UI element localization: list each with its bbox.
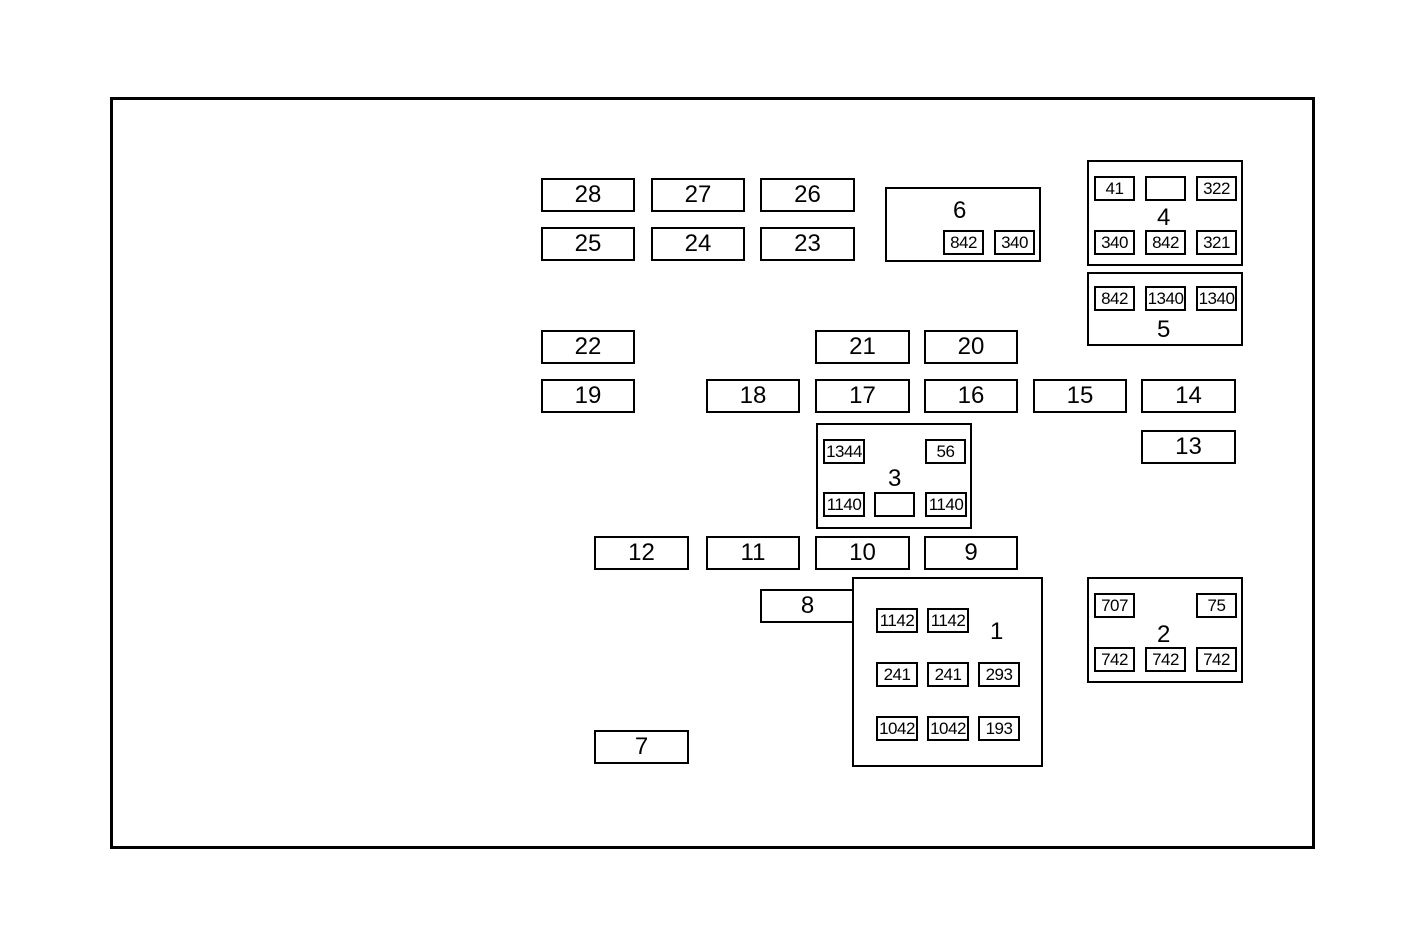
relay-2-pin: 742 [1145, 647, 1186, 672]
relay-1-pin: 1142 [876, 608, 918, 633]
relay-1-pin: 293 [978, 662, 1020, 687]
relay-3-pin: 1140 [823, 492, 865, 517]
fuse-26: 26 [760, 178, 855, 212]
fuse-24: 24 [651, 227, 745, 261]
relay-4-pin: 321 [1196, 230, 1237, 255]
relay-1-pin: 1042 [927, 716, 969, 741]
fuse-20: 20 [924, 330, 1018, 364]
fuse-9: 9 [924, 536, 1018, 570]
relay-4-pin: 842 [1145, 230, 1186, 255]
relay-2-label: 2 [1157, 621, 1171, 648]
fuse-14: 14 [1141, 379, 1236, 413]
relay-5-pin: 1340 [1196, 286, 1237, 311]
relay-4-pin: 322 [1196, 176, 1237, 201]
relay-4-pin [1145, 176, 1186, 201]
relay-3-pin: 1344 [823, 439, 865, 464]
fuse-8: 8 [760, 589, 855, 623]
fuse-27: 27 [651, 178, 745, 212]
relay-2-pin: 742 [1196, 647, 1237, 672]
relay-4: 4 41 322 340 842 321 [1087, 160, 1243, 266]
relay-1-label: 1 [990, 618, 1004, 645]
fuse-22: 22 [541, 330, 635, 364]
relay-1-pin: 1042 [876, 716, 918, 741]
fuse-10: 10 [815, 536, 910, 570]
relay-6-pin: 842 [943, 230, 984, 255]
relay-5: 5 842 1340 1340 [1087, 272, 1243, 346]
relay-2: 2 707 75 742 742 742 [1087, 577, 1243, 683]
fuse-block-outline [110, 97, 1315, 849]
relay-3: 3 1344 56 1140 1140 [816, 423, 972, 529]
relay-1-pin: 193 [978, 716, 1020, 741]
relay-1-pin: 241 [927, 662, 969, 687]
fuse-15: 15 [1033, 379, 1127, 413]
fuse-13: 13 [1141, 430, 1236, 464]
fuse-23: 23 [760, 227, 855, 261]
relay-1: 1 1142 1142 241 241 293 1042 1042 193 [852, 577, 1043, 767]
relay-1-pin: 241 [876, 662, 918, 687]
relay-5-label: 5 [1157, 316, 1171, 343]
relay-4-pin: 41 [1094, 176, 1135, 201]
relay-3-label: 3 [888, 465, 902, 492]
fuse-16: 16 [924, 379, 1018, 413]
relay-2-pin: 75 [1196, 593, 1237, 618]
relay-6-pin: 340 [994, 230, 1035, 255]
fuse-28: 28 [541, 178, 635, 212]
relay-3-pin: 56 [925, 439, 966, 464]
relay-4-label: 4 [1157, 204, 1171, 231]
relay-6: 6 842 340 [885, 187, 1041, 262]
fuse-21: 21 [815, 330, 910, 364]
fuse-17: 17 [815, 379, 910, 413]
relay-3-pin [874, 492, 915, 517]
relay-5-pin: 842 [1094, 286, 1135, 311]
relay-6-label: 6 [953, 197, 967, 224]
relay-5-pin: 1340 [1145, 286, 1186, 311]
fuse-18: 18 [706, 379, 800, 413]
relay-1-pin: 1142 [927, 608, 969, 633]
fuse-11: 11 [706, 536, 800, 570]
relay-2-pin: 742 [1094, 647, 1135, 672]
fuse-25: 25 [541, 227, 635, 261]
relay-3-pin: 1140 [925, 492, 967, 517]
fuse-19: 19 [541, 379, 635, 413]
fuse-12: 12 [594, 536, 689, 570]
relay-2-pin: 707 [1094, 593, 1135, 618]
relay-4-pin: 340 [1094, 230, 1135, 255]
fuse-7: 7 [594, 730, 689, 764]
